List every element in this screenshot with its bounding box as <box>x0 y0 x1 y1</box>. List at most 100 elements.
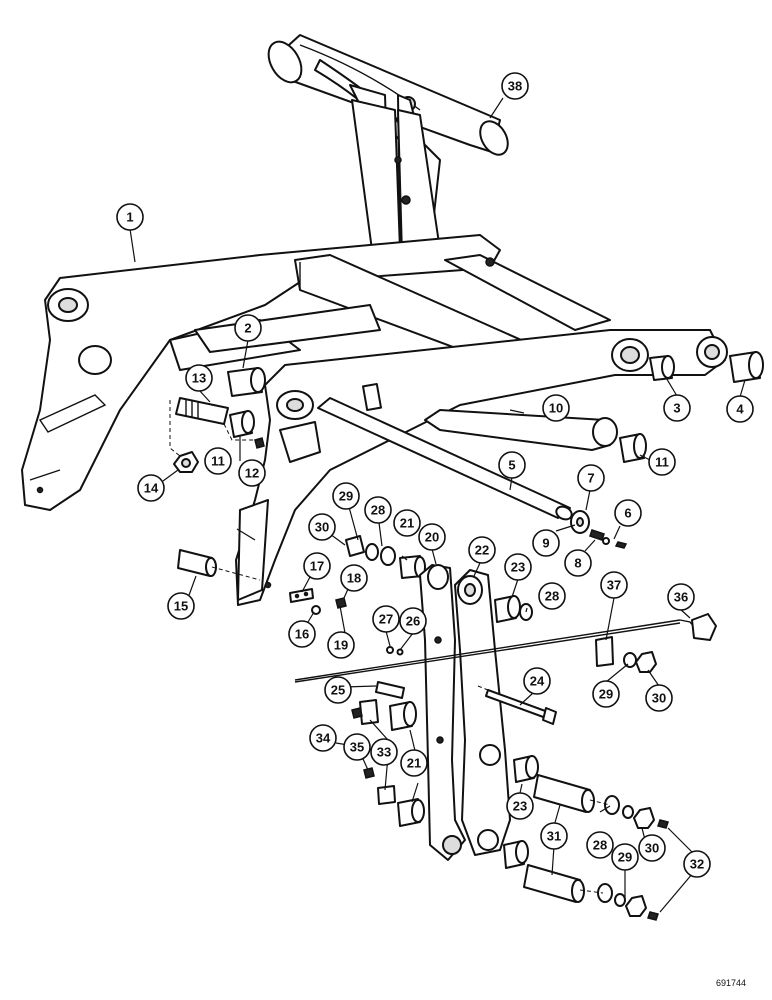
bolts-26-27 <box>386 646 404 656</box>
callout-17: 17 <box>303 552 331 580</box>
svg-text:1: 1 <box>126 210 133 225</box>
svg-text:34: 34 <box>316 731 331 746</box>
cross-tube <box>424 409 618 451</box>
svg-text:23: 23 <box>511 560 525 575</box>
callout-30b: 30 <box>645 684 673 712</box>
callout-23a: 23 <box>504 553 532 581</box>
svg-text:29: 29 <box>599 687 613 702</box>
nut-14 <box>173 451 199 473</box>
svg-text:7: 7 <box>587 471 594 486</box>
callout-13: 13 <box>185 364 213 392</box>
callout-29a: 29 <box>332 482 360 510</box>
callout-26: 26 <box>399 607 427 635</box>
svg-text:28: 28 <box>545 589 559 604</box>
svg-text:15: 15 <box>174 599 188 614</box>
bushing-15 <box>177 549 217 577</box>
bolt-8-9 <box>589 529 610 545</box>
svg-text:6: 6 <box>624 506 631 521</box>
callout-38: 38 <box>501 72 529 100</box>
svg-text:31: 31 <box>547 829 561 844</box>
clip-6 <box>614 541 628 549</box>
control-rod <box>294 613 717 683</box>
main-frame <box>21 234 728 606</box>
callout-34: 34 <box>309 724 337 752</box>
svg-text:4: 4 <box>736 402 744 417</box>
svg-text:30: 30 <box>652 691 666 706</box>
callout-30c: 30 <box>638 834 666 862</box>
callout-20: 20 <box>418 523 446 551</box>
callout-6: 6 <box>614 499 642 527</box>
callout-19: 19 <box>327 631 355 659</box>
callout-31: 31 <box>540 822 568 850</box>
callout-23b: 23 <box>506 792 534 820</box>
callout-11a: 11 <box>204 447 232 475</box>
svg-text:29: 29 <box>339 489 353 504</box>
callout-7: 7 <box>577 464 605 492</box>
callout-29c: 29 <box>611 843 639 871</box>
callout-15: 15 <box>167 592 195 620</box>
callout-11b: 11 <box>648 448 676 476</box>
callout-27: 27 <box>372 605 400 633</box>
callouts: 1 2 3 4 5 6 7 8 9 10 11 11 12 13 14 15 1… <box>116 72 754 878</box>
bushing-23-upper <box>494 595 533 623</box>
svg-text:20: 20 <box>425 530 439 545</box>
callout-28c: 28 <box>586 831 614 859</box>
svg-text:5: 5 <box>508 458 515 473</box>
callout-28a: 28 <box>364 496 392 524</box>
washer-7 <box>570 510 590 534</box>
washers-28-29-30-lower <box>597 795 669 921</box>
bolt-24 <box>485 689 557 725</box>
svg-text:19: 19 <box>334 638 348 653</box>
svg-text:25: 25 <box>331 683 345 698</box>
svg-text:9: 9 <box>542 536 549 551</box>
svg-text:33: 33 <box>377 745 391 760</box>
callout-35: 35 <box>343 733 371 761</box>
mast-column <box>349 84 441 271</box>
bushings-21-lower <box>389 701 425 827</box>
callout-22: 22 <box>468 536 496 564</box>
svg-text:10: 10 <box>549 401 563 416</box>
svg-text:27: 27 <box>379 612 393 627</box>
callout-18: 18 <box>340 564 368 592</box>
svg-text:26: 26 <box>406 614 420 629</box>
upper-hardware <box>345 535 426 579</box>
svg-text:8: 8 <box>574 556 581 571</box>
svg-text:24: 24 <box>530 674 545 689</box>
pin-25 <box>375 681 405 699</box>
callout-4: 4 <box>726 395 754 423</box>
bushings-23-lower <box>503 755 539 869</box>
pin-13 <box>175 397 229 425</box>
callout-25: 25 <box>324 676 352 704</box>
svg-text:17: 17 <box>310 559 324 574</box>
callout-16: 16 <box>288 620 316 648</box>
link-arm-20 <box>419 564 466 861</box>
callout-36: 36 <box>667 583 695 611</box>
svg-text:18: 18 <box>347 571 361 586</box>
svg-text:23: 23 <box>513 799 527 814</box>
callout-29b: 29 <box>592 680 620 708</box>
svg-text:35: 35 <box>350 740 364 755</box>
svg-text:12: 12 <box>245 466 259 481</box>
callout-37: 37 <box>600 571 628 599</box>
callout-1: 1 <box>116 203 144 231</box>
callout-21a: 21 <box>393 509 421 537</box>
callout-5: 5 <box>498 451 526 479</box>
svg-text:21: 21 <box>407 756 421 771</box>
svg-text:14: 14 <box>144 481 159 496</box>
svg-text:2: 2 <box>244 321 251 336</box>
reference-code: 691744 <box>716 978 746 988</box>
svg-text:32: 32 <box>690 857 704 872</box>
plates-33 <box>359 699 396 805</box>
callout-12: 12 <box>238 459 266 487</box>
bushings-upper <box>227 351 764 463</box>
callout-8: 8 <box>564 549 592 577</box>
svg-text:13: 13 <box>192 371 206 386</box>
bolt-18 <box>335 597 347 609</box>
callout-33: 33 <box>370 738 398 766</box>
svg-text:28: 28 <box>593 838 607 853</box>
callout-28b: 28 <box>538 582 566 610</box>
callout-9: 9 <box>532 529 560 557</box>
svg-text:11: 11 <box>211 454 225 469</box>
callout-14: 14 <box>137 474 165 502</box>
